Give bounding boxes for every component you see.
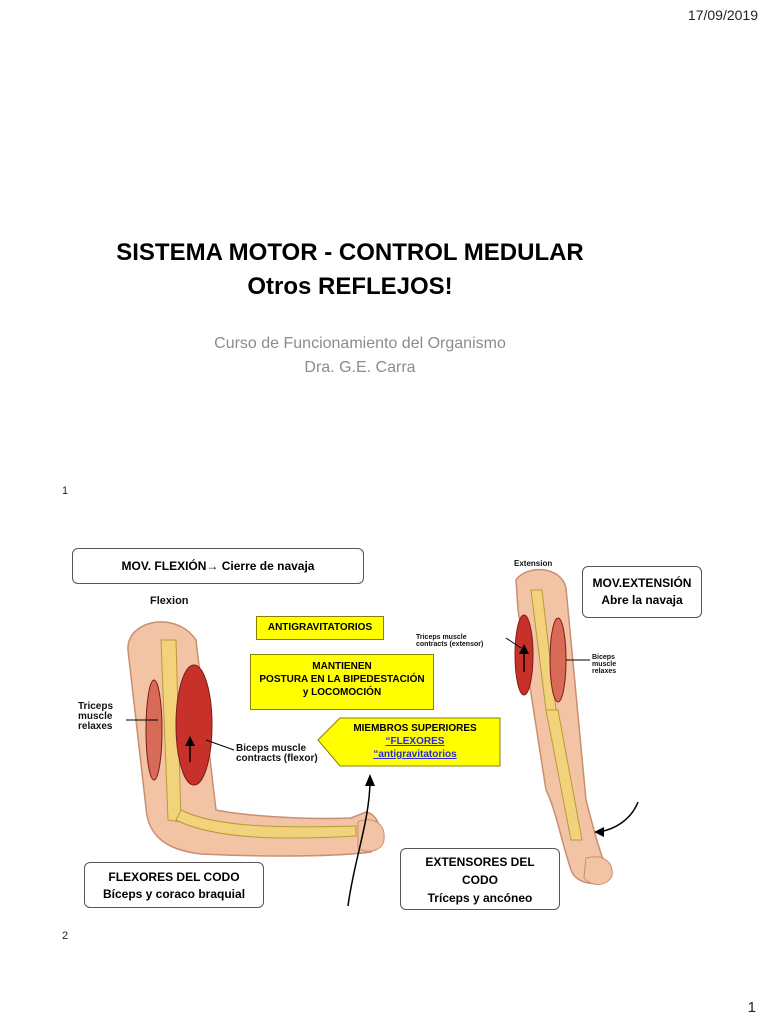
antigravitatorios-box: ANTIGRAVITATORIOS bbox=[256, 616, 384, 640]
miembros-superiores-box: MIEMBROS SUPERIORES “FLEXORES “antigravi… bbox=[334, 720, 496, 764]
slide-title: SISTEMA MOTOR - CONTROL MEDULAR Otros RE… bbox=[0, 236, 700, 304]
mantienen-line-3: y LOCOMOCIÓN bbox=[302, 687, 382, 698]
subtitle-course: Curso de Funcionamiento del Organismo bbox=[214, 335, 506, 352]
biceps-relaxes-line-3: relaxes bbox=[592, 668, 617, 675]
extended-hand bbox=[583, 856, 613, 885]
extensores-line-1: EXTENSORES DEL bbox=[425, 855, 535, 869]
page-number: 1 bbox=[747, 999, 756, 1016]
extended-arm bbox=[505, 568, 613, 885]
extensores-line-3: Tríceps y ancóneo bbox=[427, 891, 533, 905]
subtitle-author: Dra. G.E. Carra bbox=[304, 359, 416, 376]
flexores-line-1: FLEXORES DEL CODO bbox=[108, 870, 240, 884]
triceps-arrow-head bbox=[519, 644, 529, 654]
biceps-pointer bbox=[205, 739, 235, 751]
biceps-arrow-head bbox=[185, 736, 195, 746]
biceps-relaxes-line-2: muscle bbox=[592, 661, 617, 668]
triceps-muscle bbox=[145, 679, 163, 781]
miembros-line-2: “FLEXORES bbox=[385, 736, 445, 747]
date: 17/09/2019 bbox=[687, 7, 758, 23]
extension-box-line-2: Abre la navaja bbox=[601, 593, 683, 607]
biceps-relaxes-line-1: Biceps bbox=[592, 654, 615, 661]
extension-box-line-1: MOV.EXTENSIÓN bbox=[592, 576, 692, 590]
slide-subtitle: Curso de Funcionamiento del Organismo Dr… bbox=[0, 332, 720, 380]
triceps-relaxes-line-3: relaxes bbox=[78, 721, 113, 732]
triceps-relaxes-label: Triceps muscle relaxes bbox=[78, 702, 113, 732]
biceps-muscle bbox=[175, 664, 213, 786]
extended-triceps-pointer bbox=[505, 637, 522, 649]
biceps-contracts-line-2: contracts (flexor) bbox=[236, 753, 318, 764]
arm-figure: MOV. FLEXIÓN→ Cierre de navaja MOV.EXTEN… bbox=[66, 540, 730, 916]
triceps-contracts-line-2: contracts (extensor) bbox=[416, 641, 484, 648]
forearm-bones bbox=[175, 809, 357, 839]
slide-number-2: 2 bbox=[62, 930, 69, 942]
flexores-box: FLEXORES DEL CODO Bíceps y coraco braqui… bbox=[84, 862, 264, 908]
miembros-line-3: “antigravitatorios bbox=[373, 749, 457, 760]
mantienen-box: MANTIENEN POSTURA EN LA BIPEDESTACIÓN y … bbox=[250, 654, 434, 710]
triceps-contracts-line-1: Triceps muscle bbox=[416, 634, 467, 641]
mantienen-line-1: MANTIENEN bbox=[312, 661, 372, 672]
miembros-arrow-shape bbox=[317, 717, 501, 767]
triceps-contracts-label: Triceps muscle contracts (extensor) bbox=[416, 634, 483, 648]
flexion-label: Flexion bbox=[150, 595, 189, 607]
biceps-relaxes-label: Biceps muscle relaxes bbox=[592, 654, 616, 675]
extensores-box: EXTENSORES DEL CODO Tríceps y ancóneo bbox=[400, 848, 560, 910]
flexion-box: MOV. FLEXIÓN→ Cierre de navaja bbox=[72, 548, 364, 584]
extension-motion-arrow-head bbox=[594, 827, 604, 837]
triceps-relaxes-line-2: muscle bbox=[78, 711, 113, 722]
mantienen-line-2: POSTURA EN LA BIPEDESTACIÓN bbox=[259, 674, 425, 685]
extensores-line-2: CODO bbox=[462, 873, 498, 887]
title-line-2: Otros REFLEJOS! bbox=[247, 273, 453, 300]
biceps-contracts-label: Biceps muscle contracts (flexor) bbox=[236, 744, 318, 764]
extension-box: MOV.EXTENSIÓN Abre la navaja bbox=[582, 566, 702, 618]
extended-forearm-bones bbox=[545, 709, 583, 841]
title-line-1: SISTEMA MOTOR - CONTROL MEDULAR bbox=[116, 239, 584, 266]
triceps-relaxes-line-1: Triceps bbox=[78, 701, 114, 712]
extension-label: Extension bbox=[514, 559, 553, 568]
flexion-motion-arrow bbox=[347, 779, 371, 907]
biceps-contracts-line-1: Biceps muscle bbox=[236, 743, 307, 754]
arm-illustration bbox=[126, 568, 639, 907]
flexed-arm bbox=[126, 621, 385, 857]
flexores-line-2: Bíceps y coraco braquial bbox=[102, 887, 246, 901]
miembros-line-1: MIEMBROS SUPERIORES bbox=[353, 723, 477, 734]
flexion-motion-arrow-head bbox=[365, 774, 375, 786]
slide-number-1: 1 bbox=[62, 485, 69, 497]
